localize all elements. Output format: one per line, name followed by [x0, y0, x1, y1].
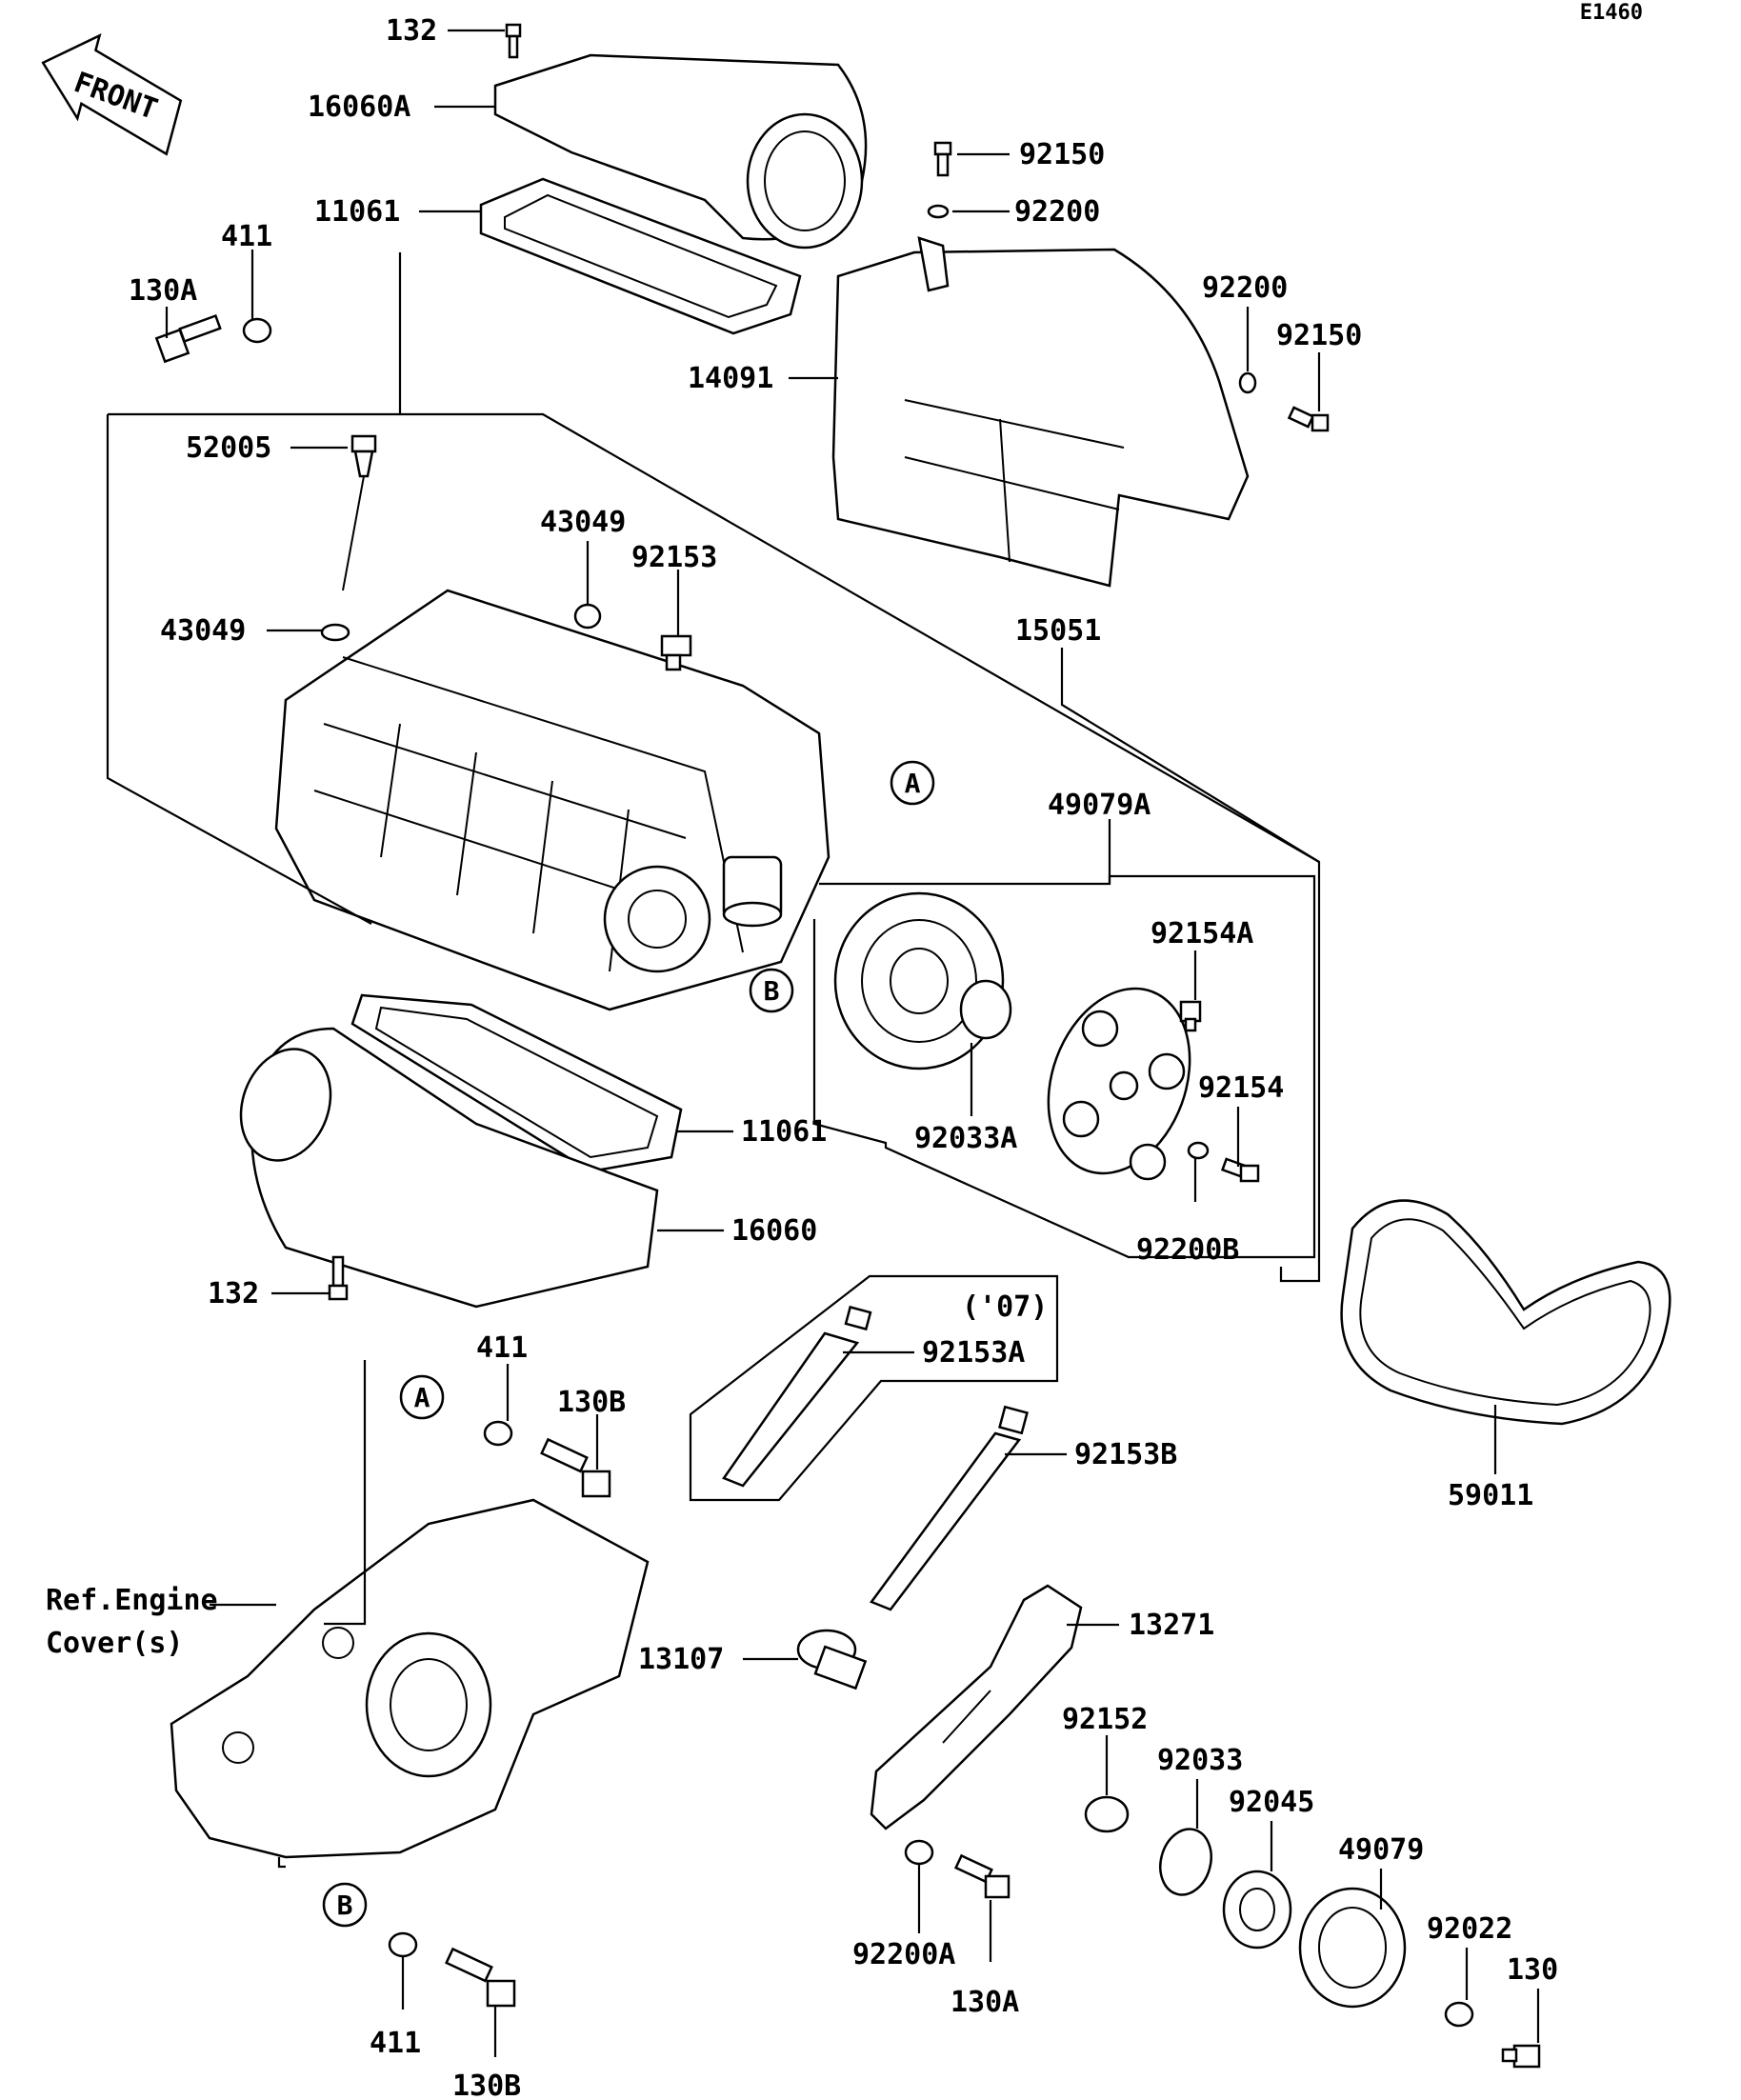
- svg-text:B: B: [337, 1890, 353, 1921]
- circlip-92033: [1159, 1828, 1212, 1896]
- callout-132-bottom: 132: [208, 1277, 259, 1310]
- callout-92150-a: 92150: [1019, 138, 1105, 171]
- callout-15051: 15051: [1015, 614, 1101, 648]
- callout-130: 130: [1507, 1953, 1558, 1987]
- circlip-92033A: [959, 979, 1012, 1040]
- callout-130A-bottom: 130A: [951, 1986, 1019, 2019]
- boss-13107: [796, 1629, 868, 1690]
- svg-text:A: A: [905, 768, 921, 799]
- diagram-code: E1460: [1580, 1, 1643, 25]
- bolt-130A-bottom: [953, 1853, 1011, 1899]
- bolt-92150-a: [927, 141, 952, 219]
- callout-130B-bottom: 130B: [452, 2070, 521, 2100]
- callout-92200-a: 92200: [1014, 195, 1100, 229]
- belt-59011: [1340, 1199, 1671, 1426]
- callout-411-mid: 411: [476, 1331, 528, 1365]
- callout-92045: 92045: [1229, 1786, 1314, 1819]
- plug-52005: [320, 434, 377, 642]
- callout-43049-b: 43049: [160, 614, 246, 648]
- svg-text:B: B: [764, 975, 780, 1007]
- cover-14091: [831, 236, 1250, 588]
- callout-92153A: 92153A: [922, 1336, 1025, 1370]
- callout-92022: 92022: [1427, 1912, 1512, 1946]
- callout-132-top: 132: [386, 14, 437, 48]
- intake-duct-upper: [493, 53, 868, 250]
- bolt-92150-b: [1238, 371, 1330, 432]
- bolt-132-top: [505, 23, 522, 59]
- callout-92033A: 92033A: [914, 1122, 1017, 1155]
- bolt-130A-top: [154, 313, 272, 364]
- callout-92153B: 92153B: [1074, 1438, 1177, 1471]
- callout-49079A: 49079A: [1048, 789, 1151, 822]
- coupling-plate: [1047, 987, 1191, 1181]
- callout-92200A: 92200A: [852, 1938, 955, 1971]
- callout-92153: 92153: [631, 541, 717, 574]
- callout-11061-bottom: 11061: [741, 1115, 827, 1149]
- engine-cover: [170, 1498, 650, 1859]
- ref-engine-cover-line2: Cover(s): [46, 1627, 184, 1660]
- gasket-lower: [350, 993, 683, 1173]
- callout-92200-b: 92200: [1202, 271, 1288, 305]
- gasket-upper: [479, 177, 802, 335]
- front-arrow-icon: FRONT: [41, 33, 183, 156]
- pulley-49079: [1298, 1887, 1407, 2009]
- callout-130A-top: 130A: [129, 274, 197, 308]
- group-outline-engine: [277, 1360, 367, 1869]
- callout-13107: 13107: [638, 1643, 724, 1676]
- marker-a-lower: A: [399, 1374, 445, 1420]
- bolt-130B-mid: [483, 1420, 611, 1498]
- supercharger-body: [274, 589, 830, 1011]
- callout-labels: 132 16060A 11061 411 130A 52005 43049 43…: [46, 14, 1558, 2100]
- bolt-92154: [1187, 1141, 1260, 1183]
- group-outline-15051: [106, 252, 1321, 1283]
- marker-b-upper: B: [749, 968, 794, 1013]
- callout-411-bottom: 411: [370, 2027, 421, 2060]
- marker-b-lower: B: [322, 1882, 368, 1928]
- bracket-13271: [870, 1584, 1083, 1830]
- bearing-92045: [1222, 1870, 1292, 1950]
- callout-16060: 16060: [731, 1214, 817, 1248]
- bolt-130B-bottom: [388, 1931, 516, 2008]
- callout-92154A: 92154A: [1151, 917, 1253, 950]
- callout-11061-top: 11061: [314, 195, 400, 229]
- bolt-132-bottom: [328, 1255, 349, 1301]
- washer-92022: [1444, 2001, 1474, 2028]
- bolt-92153A: [722, 1305, 872, 1488]
- bolt-92154A: [1179, 1000, 1202, 1032]
- pulley-49079A: [833, 891, 1005, 1070]
- callout-92033: 92033: [1157, 1744, 1243, 1777]
- callout-49079: 49079: [1338, 1833, 1424, 1867]
- callout-92200B: 92200B: [1136, 1233, 1239, 1267]
- group-outline-07: [689, 1274, 1059, 1502]
- callout-43049-a: 43049: [540, 506, 626, 539]
- callout-13271: 13271: [1129, 1609, 1214, 1642]
- callout-92152: 92152: [1062, 1703, 1148, 1736]
- marker-a-upper: A: [890, 760, 935, 806]
- callout-16060A: 16060A: [308, 90, 410, 124]
- washer-92200A: [904, 1839, 934, 1866]
- callout-92150-b: 92150: [1276, 319, 1362, 352]
- seal-92152: [1084, 1795, 1130, 1833]
- callout-59011: 59011: [1448, 1479, 1533, 1512]
- bolt-130: [1501, 2044, 1541, 2069]
- callout-52005: 52005: [186, 431, 271, 465]
- intake-duct-lower: [239, 1027, 659, 1309]
- svg-text:A: A: [414, 1382, 430, 1413]
- callout-411-top: 411: [221, 220, 272, 253]
- callout-07: ('07): [962, 1290, 1048, 1324]
- ref-engine-cover-line1: Ref.Engine: [46, 1584, 218, 1617]
- leader-lines: [165, 29, 1540, 2057]
- bolt-92153B: [870, 1405, 1029, 1611]
- callout-14091: 14091: [688, 362, 773, 395]
- callout-130B-mid: 130B: [557, 1386, 626, 1419]
- callout-92154: 92154: [1198, 1071, 1284, 1105]
